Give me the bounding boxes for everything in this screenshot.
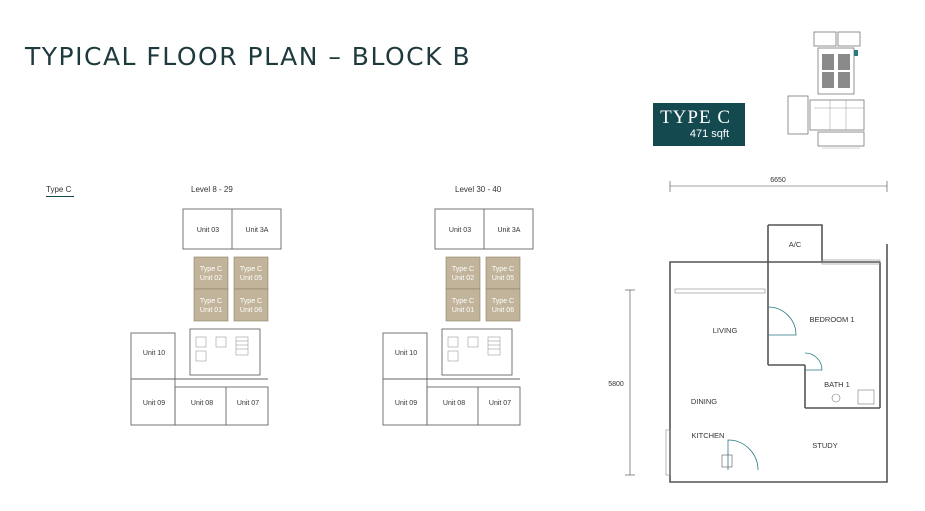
plan2-unit-06: Unit 06 bbox=[492, 307, 514, 314]
room-ac: A/C bbox=[789, 240, 802, 249]
key-plan bbox=[787, 31, 865, 149]
plan1-unit-06-type: Type C bbox=[240, 298, 262, 305]
room-kitchen: KITCHEN bbox=[692, 431, 725, 440]
plan1-unit-05: Unit 05 bbox=[240, 275, 262, 282]
plan1-unit-02-type: Type C bbox=[200, 266, 222, 273]
plan1-unit-06: Unit 06 bbox=[240, 307, 262, 314]
plan2-unit-08: Unit 08 bbox=[443, 400, 465, 407]
plan1-unit-07: Unit 07 bbox=[237, 400, 259, 407]
plan1-unit-03: Unit 03 bbox=[197, 227, 219, 234]
plan2-unit-10: Unit 10 bbox=[395, 350, 417, 357]
legend-underline bbox=[46, 196, 74, 197]
floor-plan-level-8-29: Unit 03 Unit 3A Type C Unit 02 Type C Un… bbox=[130, 208, 282, 426]
plan1-unit-02: Unit 02 bbox=[200, 275, 222, 282]
plan1-unit-01: Unit 01 bbox=[200, 307, 222, 314]
plan2-unit-09: Unit 09 bbox=[395, 400, 417, 407]
room-dining: DINING bbox=[691, 397, 717, 406]
plan2-unit-07: Unit 07 bbox=[489, 400, 511, 407]
dimension-height: 5800 bbox=[608, 381, 624, 388]
plan1-unit-10: Unit 10 bbox=[143, 350, 165, 357]
plan1-unit-3a: Unit 3A bbox=[246, 227, 269, 234]
plan2-unit-01: Unit 01 bbox=[452, 307, 474, 314]
legend-label: Type C bbox=[46, 185, 72, 194]
room-study: STUDY bbox=[812, 441, 837, 450]
plan2-unit-03: Unit 03 bbox=[449, 227, 471, 234]
plan2-unit-02: Unit 02 bbox=[452, 275, 474, 282]
room-bedroom: BEDROOM 1 bbox=[809, 315, 854, 324]
room-living: LIVING bbox=[713, 326, 738, 335]
type-badge: TYPE C 471 sqft bbox=[653, 103, 745, 146]
plan2-unit-06-type: Type C bbox=[492, 298, 514, 305]
plan2-unit-3a: Unit 3A bbox=[498, 227, 521, 234]
room-bath: BATH 1 bbox=[824, 380, 850, 389]
page-title: TYPICAL FLOOR PLAN – BLOCK B bbox=[25, 42, 472, 71]
plan1-unit-09: Unit 09 bbox=[143, 400, 165, 407]
plan2-unit-02-type: Type C bbox=[452, 266, 474, 273]
plan1-unit-05-type: Type C bbox=[240, 266, 262, 273]
level-label-1: Level 8 - 29 bbox=[191, 185, 233, 194]
plan2-unit-05: Unit 05 bbox=[492, 275, 514, 282]
plan2-unit-01-type: Type C bbox=[452, 298, 474, 305]
floor-plan-level-30-40: Unit 03 Unit 3A Type C Unit 02 Type C Un… bbox=[382, 208, 534, 426]
type-badge-name: TYPE C bbox=[660, 107, 731, 128]
plan2-unit-05-type: Type C bbox=[492, 266, 514, 273]
type-badge-area: 471 sqft bbox=[689, 128, 729, 140]
plan1-unit-01-type: Type C bbox=[200, 298, 222, 305]
level-label-2: Level 30 - 40 bbox=[455, 185, 502, 194]
unit-plan-type-c: 6650 5800 A/C LIVING BEDROOM 1 BATH 1 DI… bbox=[608, 177, 888, 483]
dimension-width: 6650 bbox=[770, 177, 786, 184]
plan1-unit-08: Unit 08 bbox=[191, 400, 213, 407]
